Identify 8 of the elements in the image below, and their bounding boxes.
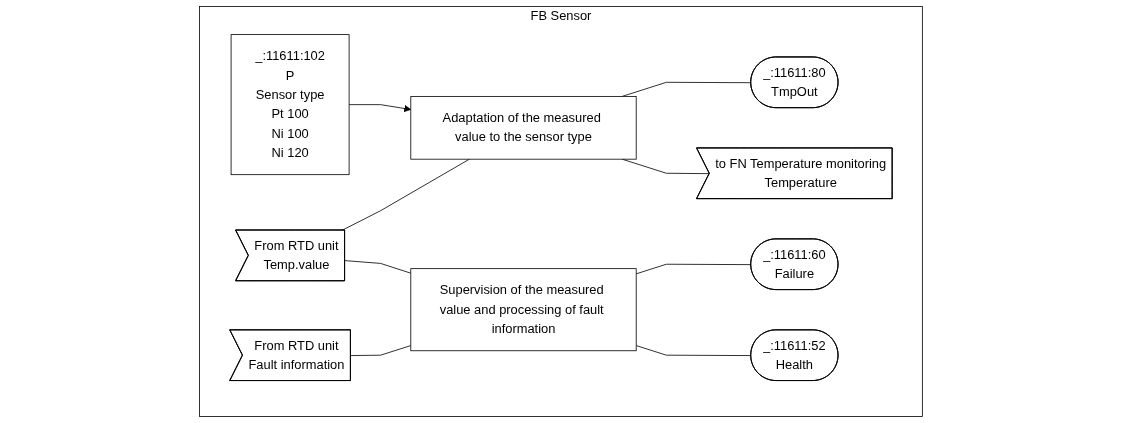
connector — [344, 260, 412, 274]
connector — [350, 345, 412, 356]
connector — [635, 345, 752, 356]
node-box: _:11611:102 P Sensor type Pt 100 Ni 100 Ni 120 — [230, 34, 350, 176]
node-box: Supervision of the measured value and processing of fault information — [410, 268, 637, 352]
connector — [341, 158, 470, 231]
connector — [635, 263, 752, 275]
node-box: Adaptation of the measured value to the sensor type — [410, 96, 637, 160]
